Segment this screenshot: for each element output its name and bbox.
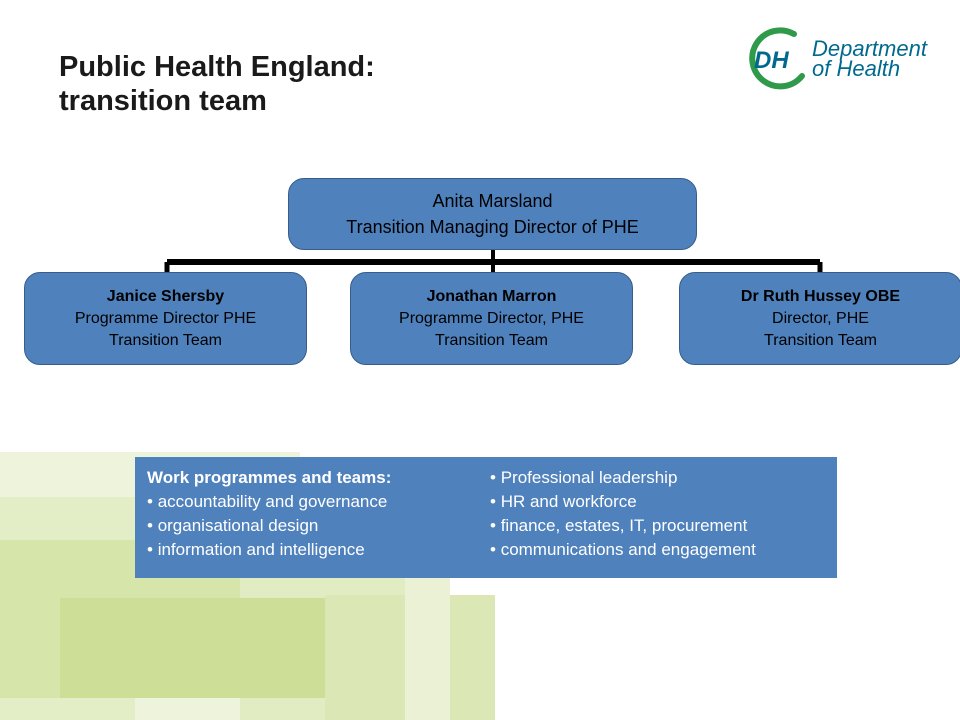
work-item-text: information and intelligence [157,540,365,559]
work-item: • communications and engagement [490,540,756,559]
child-node-team: Transition Team [764,331,877,349]
page-title: Public Health England: transition team [59,50,375,118]
department-of-health-logo: DH Department of Health [742,24,938,92]
work-item-text: communications and engagement [500,540,756,559]
work-item: • accountability and governance [147,492,388,511]
child-node-name: Dr Ruth Hussey OBE [740,287,901,305]
logo-line-1: Department [812,36,927,61]
logo-text: Department of Health [812,36,927,81]
org-child-node: Jonathan Marron Programme Director, PHE … [350,272,633,365]
work-item: • HR and workforce [490,492,637,511]
child-node-name: Janice Shersby [106,287,225,305]
background-square [405,578,450,720]
work-programmes-panel: Work programmes and teams: • accountabil… [135,457,837,578]
child-node-role: Programme Director PHE [74,309,257,327]
logo-line-2: of Health [812,56,901,81]
top-node-role: Transition Managing Director of PHE [346,217,639,237]
child-node-role: Programme Director, PHE [399,309,584,327]
org-child-node: Janice Shersby Programme Director PHE Tr… [24,272,307,365]
work-programmes-left-column: Work programmes and teams: • accountabil… [147,466,391,562]
child-node-name: Jonathan Marron [426,287,557,305]
child-node-team: Transition Team [435,331,548,349]
child-node-team: Transition Team [109,331,222,349]
title-line-1: Public Health England: [59,51,375,83]
work-item-text: accountability and governance [157,492,388,511]
work-programmes-right-column: • Professional leadership • HR and workf… [490,466,756,562]
work-programmes-heading: Work programmes and teams: [147,468,392,487]
org-top-node: Anita Marsland Transition Managing Direc… [288,178,697,250]
work-item-text: finance, estates, IT, procurement [500,516,748,535]
work-item-text: Professional leadership [500,468,678,487]
work-item-text: HR and workforce [500,492,637,511]
child-node-role: Director, PHE [772,309,869,327]
work-item-text: organisational design [157,516,319,535]
org-child-node: Dr Ruth Hussey OBE Director, PHE Transit… [679,272,960,365]
work-item: • information and intelligence [147,540,365,559]
title-line-2: transition team [59,85,267,117]
top-node-name: Anita Marsland [432,191,553,211]
dh-logo-icon: DH [749,27,805,90]
background-square [60,598,325,698]
logo-mark: DH [754,47,789,74]
work-item: • organisational design [147,516,319,535]
work-item: • finance, estates, IT, procurement [490,516,748,535]
work-item: • Professional leadership [490,468,678,487]
